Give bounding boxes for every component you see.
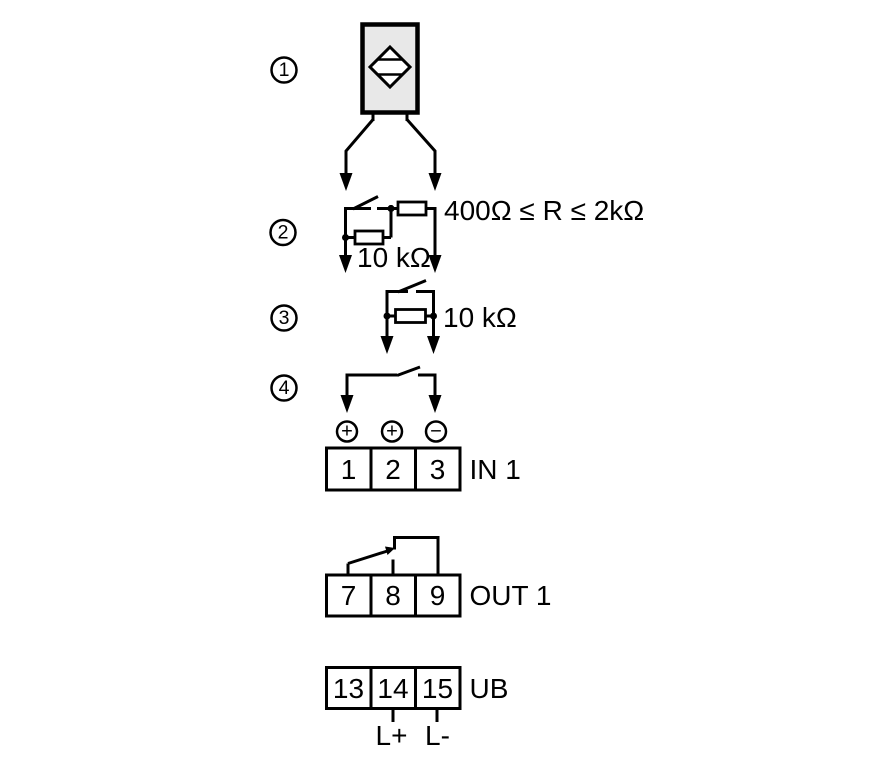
arrow-down-icon	[340, 395, 354, 413]
terminal-number: 1	[341, 454, 357, 485]
callout-circle	[270, 56, 298, 84]
callout-1: 1	[270, 56, 298, 84]
arrow-down-icon	[339, 173, 353, 191]
label-resistor-range: 400Ω ≤ R ≤ 2kΩ	[444, 195, 644, 226]
wire	[344, 118, 375, 175]
terminal-number: 13	[333, 673, 364, 704]
resistor-symbol	[394, 308, 427, 324]
arrow-down-icon	[427, 336, 440, 354]
terminal-number: 8	[385, 580, 401, 611]
sensor-diamond-icon	[367, 44, 413, 90]
block-label-out1: OUT 1	[470, 580, 552, 611]
callout-circle	[270, 374, 298, 402]
wire	[393, 536, 440, 576]
block-label-ub: UB	[470, 673, 509, 704]
label-l-plus: L+	[376, 720, 408, 751]
plus-icon: +	[386, 421, 398, 443]
terminal-number: 7	[341, 580, 357, 611]
terminal-number: 3	[430, 454, 446, 485]
plus-icon: +	[341, 421, 353, 443]
switch-arm	[396, 365, 421, 377]
minus-icon: −	[430, 421, 442, 443]
callout-2: 2	[269, 218, 297, 247]
callout-number: 1	[279, 59, 290, 81]
relay-arm-arrowhead	[385, 546, 395, 555]
polarity-circle	[335, 420, 359, 443]
arrow-down-icon	[428, 395, 442, 413]
sensor-wires	[339, 112, 442, 191]
resistor-symbol	[396, 200, 428, 217]
input-circuit-3: 10 kΩ	[380, 279, 517, 354]
terminal-block-ub: 13 14 15 UB L+ L-	[325, 666, 509, 751]
terminal-block-in1: 1 2 3 IN 1	[325, 446, 521, 492]
polarity-circle	[380, 420, 404, 443]
wire	[405, 118, 437, 175]
switch-arm	[352, 195, 379, 211]
switch-arm	[397, 279, 427, 294]
sensor-symbol	[360, 22, 420, 115]
relay-contact	[346, 536, 440, 576]
arrow-down-icon	[339, 255, 352, 273]
junction-dot	[342, 234, 349, 241]
terminal-polarity-minus: −	[424, 420, 448, 443]
terminal-number: 14	[377, 673, 408, 704]
block-label-in1: IN 1	[470, 454, 521, 485]
callout-number: 4	[279, 377, 290, 399]
label-resistor-10k: 10 kΩ	[443, 302, 517, 333]
callout-circle	[270, 304, 298, 332]
arrow-down-icon	[428, 255, 442, 273]
input-circuit-4	[340, 365, 442, 413]
relay-arm	[347, 549, 390, 565]
junction-dot	[383, 312, 391, 320]
callout-circle	[269, 218, 297, 247]
terminal-number: 2	[385, 454, 401, 485]
terminal-polarity-plus-1: +	[335, 420, 359, 443]
terminal-polarity-plus-2: +	[380, 420, 404, 443]
terminal-number: 15	[422, 673, 453, 704]
arrow-down-icon	[428, 173, 442, 191]
polarity-circle	[424, 420, 448, 443]
label-l-minus: L-	[425, 720, 450, 751]
junction-dot	[430, 312, 437, 320]
terminal-block-out1: 7 8 9 OUT 1	[325, 573, 552, 618]
terminal-block-frame	[325, 573, 462, 618]
arrow-down-icon	[380, 336, 394, 354]
label-resistor-10k: 10 kΩ	[357, 242, 431, 273]
input-circuit-2: 400Ω ≤ R ≤ 2kΩ 10 kΩ	[339, 195, 644, 273]
terminal-number: 9	[430, 580, 446, 611]
callout-3: 3	[270, 304, 298, 332]
callout-number: 2	[278, 222, 289, 244]
callout-number: 3	[279, 307, 290, 329]
callout-4: 4	[270, 374, 298, 402]
terminal-block-frame	[325, 446, 462, 492]
